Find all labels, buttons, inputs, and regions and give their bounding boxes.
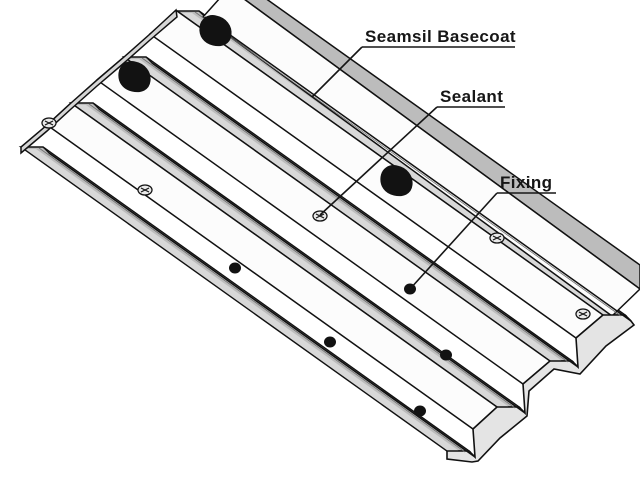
fixing-screw-4 — [489, 232, 505, 244]
callout-fixing[interactable]: Fixing — [409, 173, 556, 290]
sheet-left-edge — [20, 8, 178, 155]
sealant-blob-group — [118, 15, 413, 197]
pan-separators — [48, 16, 632, 458]
callout-label-sealant: Sealant — [440, 87, 503, 106]
fixing-dot-5 — [414, 405, 426, 417]
fixing-group — [41, 117, 591, 417]
fixing-screw-1 — [41, 117, 57, 129]
callout-group: Seamsil Basecoat Sealant Fixing — [311, 27, 556, 290]
fixing-screw-2 — [137, 184, 153, 196]
callout-label-fixing: Fixing — [500, 173, 552, 192]
callout-seamsil-basecoat[interactable]: Seamsil Basecoat — [311, 27, 516, 98]
sealant-blob-top-right — [199, 15, 232, 47]
fixing-screw-5 — [575, 308, 591, 320]
callout-label-seamsil-basecoat: Seamsil Basecoat — [365, 27, 516, 46]
sealant-blob-middle — [118, 61, 151, 93]
callout-sealant[interactable]: Sealant — [319, 87, 505, 216]
fixing-screw-3 — [312, 210, 328, 222]
fixing-dot-2 — [324, 336, 336, 348]
fixing-dot-4 — [440, 349, 452, 361]
sealant-blob-lower — [380, 165, 413, 197]
fixing-dot-1 — [229, 262, 241, 274]
